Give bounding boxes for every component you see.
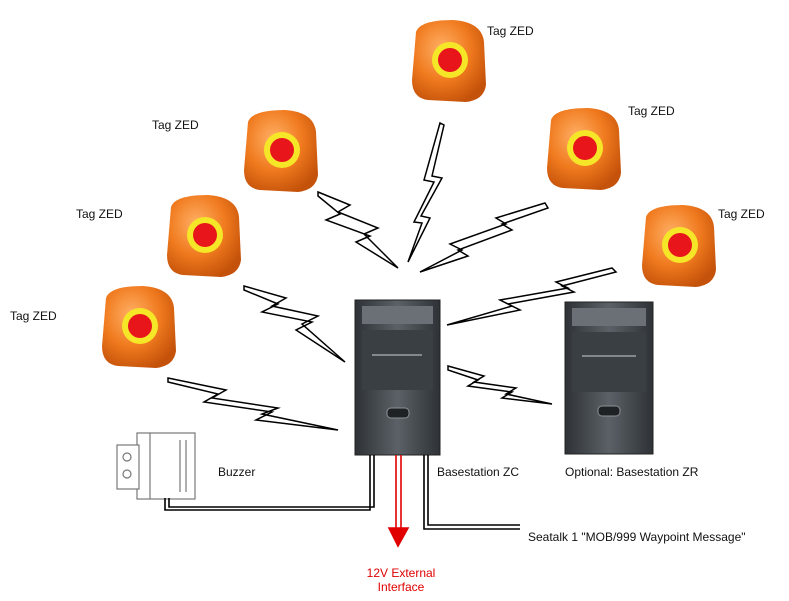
external-interface-line1: 12V External [366,566,436,580]
basestation-zc-label: Basestation ZC [437,465,520,479]
wireless-link-icon [317,190,399,269]
basestation-zr-label: Optional: Basestation ZR [565,465,699,479]
tag-icon [412,20,486,102]
seatalk-label: Seatalk 1 "MOB/999 Waypoint Message" [528,530,746,544]
buzzer-cable [168,455,375,508]
buzzer-device [116,432,196,500]
tag-icon [244,110,318,192]
tag-label: Tag ZED [76,207,123,221]
seatalk-cable [427,455,520,526]
tag-label: Tag ZED [718,207,765,221]
tag-icon [102,286,176,368]
wireless-link-icon [447,365,553,405]
wireless-link-icon [167,377,339,431]
buzzer-label: Buzzer [218,465,256,479]
wireless-link-icon [419,202,550,273]
tag-label: Tag ZED [628,104,675,118]
tag-label: Tag ZED [10,309,57,323]
tag-icon [642,205,716,287]
tag-label: Tag ZED [487,24,534,38]
tag-icon [547,108,621,190]
wireless-link-icon [446,267,618,326]
external-interface-label: 12V External Interface [356,566,446,594]
wireless-link-icon [407,121,445,263]
basestation-zc-device [354,299,441,456]
tag-icon [167,195,241,277]
wireless-link-icon [243,285,346,363]
tag-label: Tag ZED [152,118,199,132]
external-power-arrow [387,455,410,548]
external-interface-line2: Interface [377,580,425,594]
seatalk-cable [423,455,520,530]
basestation-zr-device [564,301,654,455]
buzzer-cable [164,455,371,511]
